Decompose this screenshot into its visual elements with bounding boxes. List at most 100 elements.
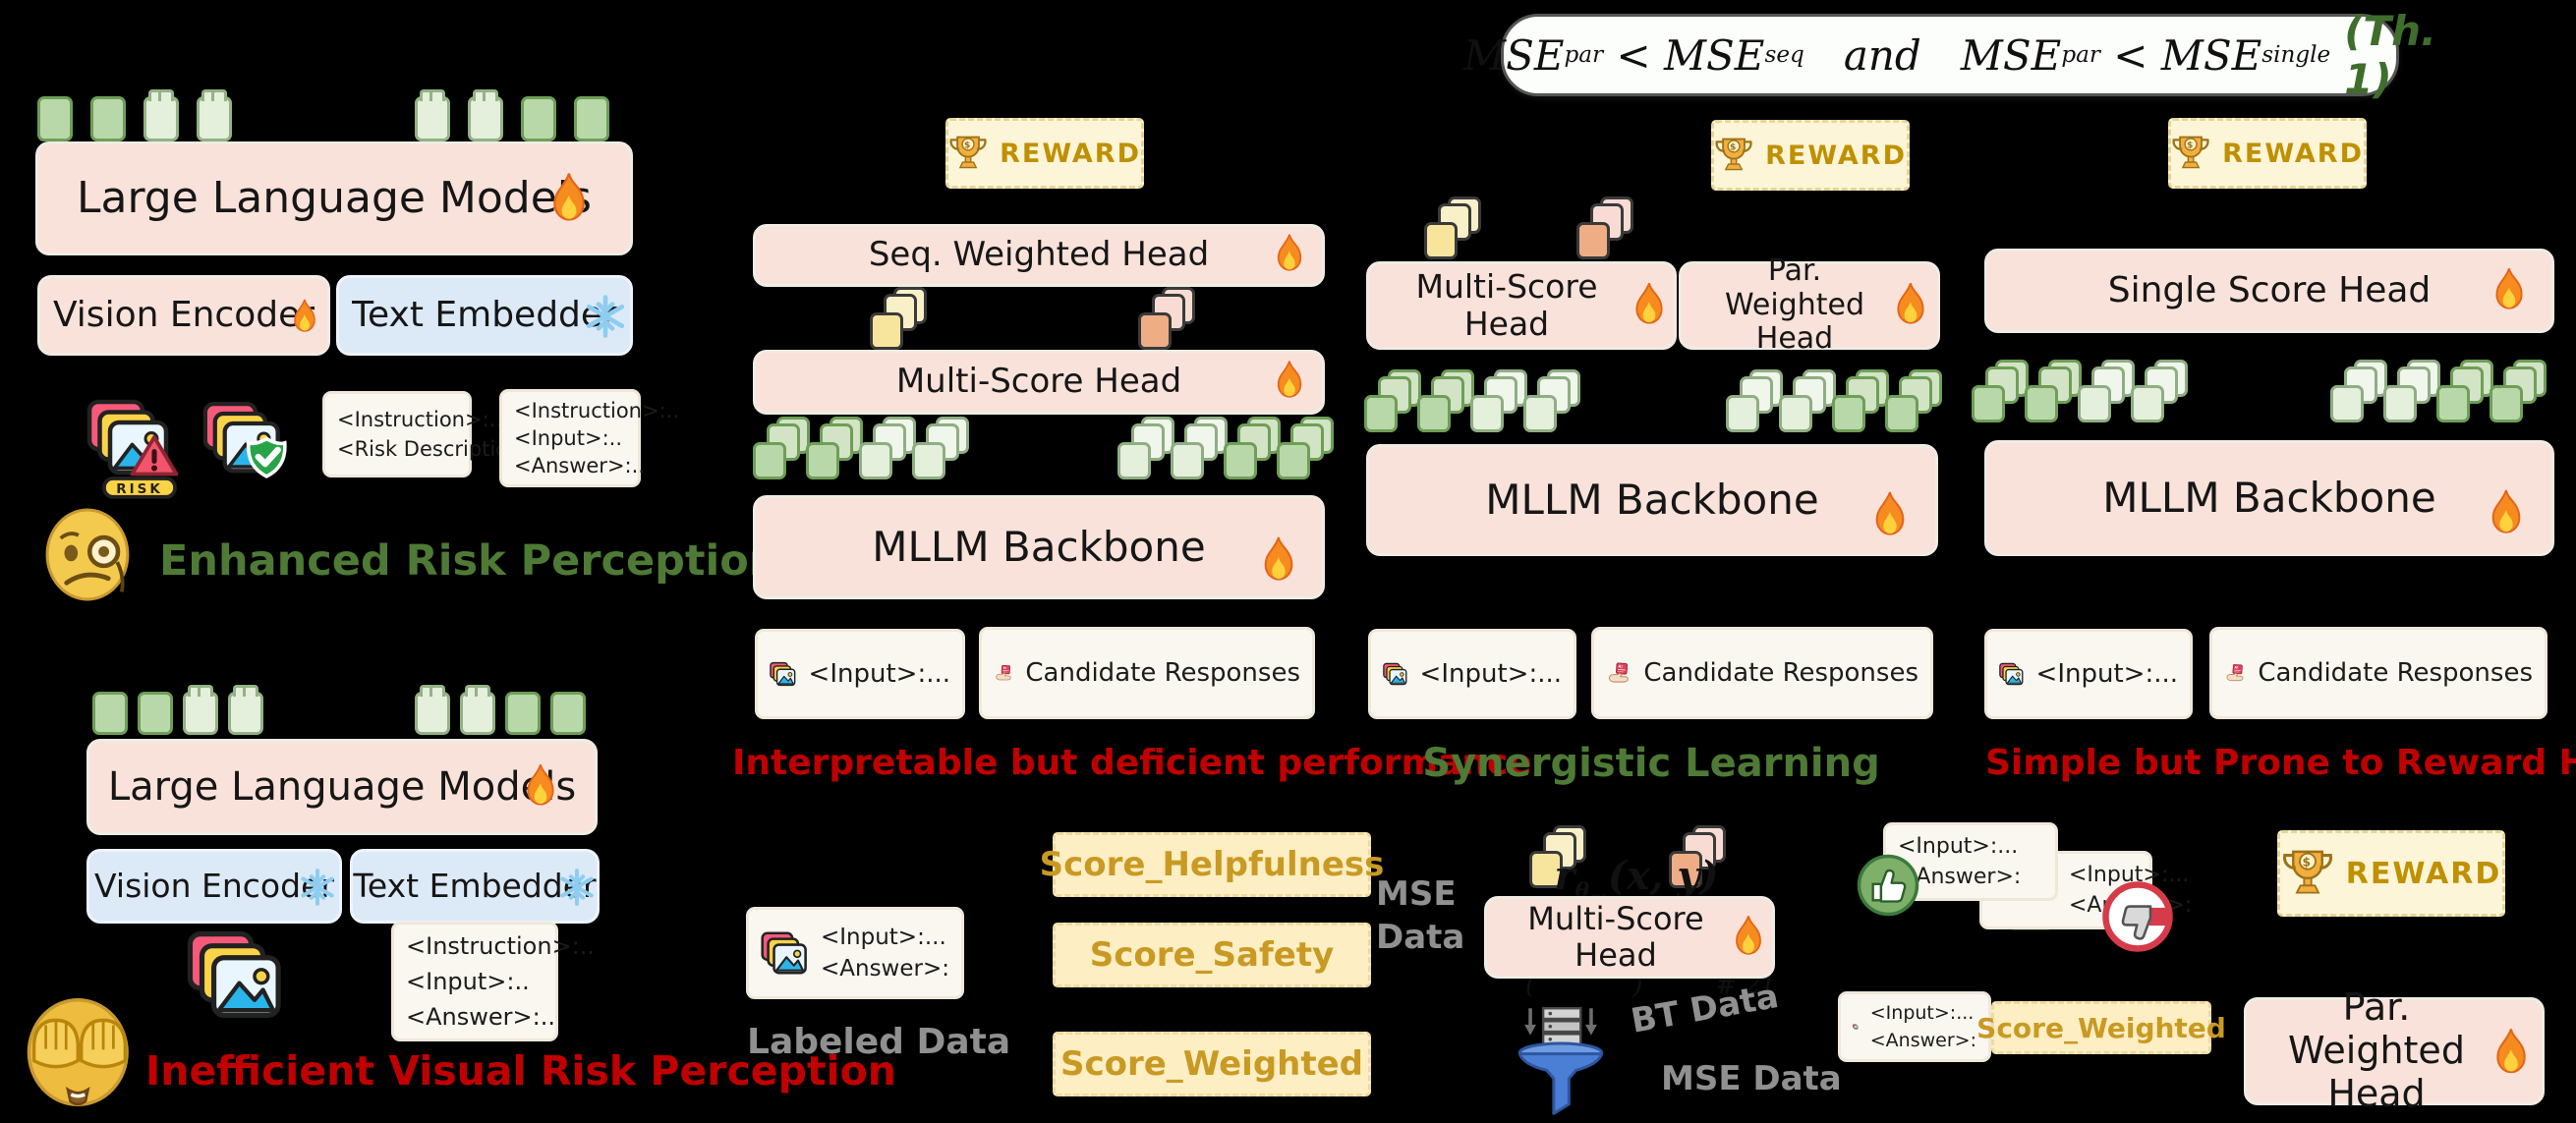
text-token [521,96,556,141]
trophy-icon: $ [949,136,987,169]
reward-label: REWARD [2222,138,2364,169]
input-note-label: <Input>:... [808,659,950,689]
token-stack [2025,360,2082,422]
text-token [574,96,609,141]
text-embedder-box-top: Text Embedder [336,275,633,356]
llm-label: Large Language Models [107,764,577,810]
candidate-responses-label: Candidate Responses [1643,658,1918,688]
risky-images-icon: RISK [86,399,179,499]
reward-label: REWARD [1765,140,1907,171]
fire-icon [2491,489,2521,533]
mllm-backbone-box-single: MLLM Backbone [1984,440,2554,556]
hand-card-icon: A! [2226,664,2244,682]
visual-token [415,89,450,141]
note-line: <Answer>: [820,956,949,982]
svg-text:$: $ [964,141,972,151]
reward-formula: rθm(x, y) [1554,853,1719,908]
caption-enhanced-risk: Enhanced Risk Perception! [159,536,799,586]
snowflake-icon [560,869,594,906]
token-stack [1417,369,1474,432]
fire-icon [294,299,315,332]
seq-weighted-head-box: Seq. Weighted Head [753,224,1325,287]
score-safety-chip: Score_Safety [1053,923,1371,987]
cover-eyes-face-icon [27,998,129,1106]
llm-label: Large Language Models [77,172,592,223]
theorem-term: MSE [1463,30,1565,80]
reward-badge-par: $ REWARD [1711,120,1910,191]
svg-text:$: $ [1730,143,1738,153]
score-token-helpfulness [1529,825,1586,888]
labeled-data-label: Labeled Data [747,1022,1011,1062]
single-score-head-label: Single Score Head [2107,270,2432,311]
llm-box-top: Large Language Models [35,141,633,255]
svg-text:$: $ [2302,856,2313,870]
token-stack [859,417,916,479]
thumbs-up-icon [1857,854,1919,917]
input-note-label: <Input>:... [2035,659,2178,689]
text-embedder-box-bottom: Text Embedder [350,849,600,924]
note-line: <Instruction>:.. [337,408,503,431]
reward-badge-output: $ REWARD [2277,830,2505,917]
svg-text:RISK: RISK [116,481,163,497]
token-stack [1972,360,2029,422]
token-stack [753,417,810,479]
note-line: <Instruction>:.. [514,399,680,422]
caption-reward-hacking: Simple but Prone to Reward Hacking [1985,743,2576,783]
visual-token [228,685,263,735]
text-token [90,96,126,141]
par-weighted-head-box: Par. Weighted Head [1679,254,1940,356]
mse-data-label: MSE Data [1661,1059,1842,1098]
reward-badge-seq: $ REWARD [945,118,1144,189]
fire-icon [1635,282,1663,324]
text-token [138,692,173,735]
vision-encoder-label: Vision Encoder [52,295,315,336]
single-score-head-box: Single Score Head [1984,249,2554,333]
candidate-responses-label: Candidate Responses [1025,658,1300,688]
labeled-data-note: <Input>:... <Answer>: [746,907,964,999]
fire-icon [1277,234,1302,271]
snowflake-icon [301,869,334,906]
token-stack [1779,369,1836,432]
images-stack-icon [1999,662,2024,686]
token-stack [2490,360,2547,422]
score-token-helpfulness [1424,197,1481,259]
note-line: <Answer>: [1869,1030,1976,1051]
text-embedder-label: Text Embedder [352,295,617,336]
hand-card-icon: A! [1608,662,1629,683]
reward-badge-single: $ REWARD [2168,118,2367,189]
candidate-responses-note-single: A! Candidate Responses [2209,627,2547,719]
par-weighted-head-label: Par. Weighted Head [2288,985,2465,1115]
fire-icon [1277,361,1302,398]
token-stack [2078,360,2135,422]
snowflake-icon [586,295,625,338]
mllm-backbone-box-seq: MLLM Backbone [753,495,1325,599]
text-token [550,692,586,735]
visual-token [460,685,495,735]
token-stack [2131,360,2188,422]
multi-score-head-box-seq: Multi-Score Head [753,350,1325,415]
caption-synergistic: Synergistic Learning [1422,741,1880,786]
seq-weighted-head-label: Seq. Weighted Head [868,235,1210,275]
multi-score-head-label: Multi-Score Head [895,362,1182,402]
visual-token [197,89,232,141]
data-funnel-icon [1517,1007,1604,1115]
monocle-face-icon [45,508,130,601]
note-line: <Input>:... [1869,1002,1975,1024]
trophy-icon: $ [2282,850,2332,894]
theorem-tag: (Th. 1) [2344,7,2436,103]
reward-label: REWARD [2345,856,2502,891]
multi-score-head-label: Multi-Score Head [1415,267,1598,343]
fire-icon [1897,282,1924,324]
instruction-risk-note: <Instruction>:.. <Risk Description>:.. [322,391,558,477]
text-token [37,96,73,141]
token-stack [1885,369,1942,432]
reward-label: REWARD [1000,138,1141,169]
token-stack [1726,369,1783,432]
note-line: <Answer>:.. [514,454,645,477]
mse-data-label: MSE Data [1376,874,1465,958]
fire-icon [527,763,554,806]
images-stack-icon [1383,662,1407,686]
labeled-pair-note: <Input>:... <Answer>: [1838,991,1991,1062]
